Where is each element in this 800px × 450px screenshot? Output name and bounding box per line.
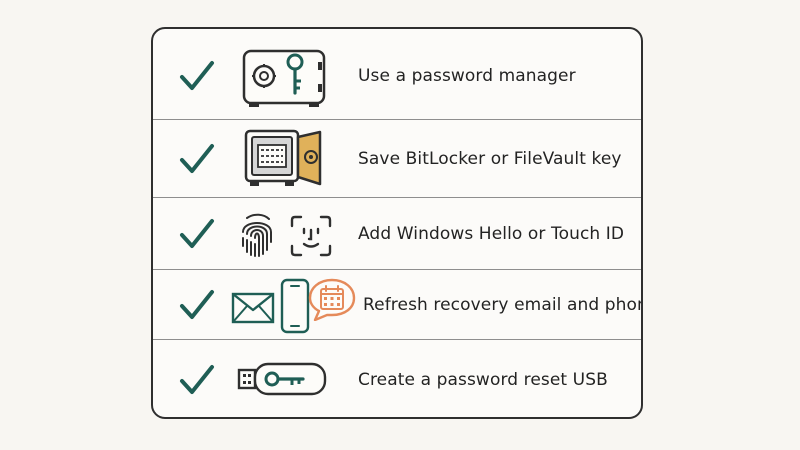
row-divider bbox=[153, 269, 641, 270]
row-icons bbox=[231, 271, 361, 339]
row-divider bbox=[153, 197, 641, 198]
usb-key-icon bbox=[237, 362, 327, 396]
checklist-item-label: Refresh recovery email and phone bbox=[363, 295, 643, 315]
checkmark-icon bbox=[180, 290, 214, 319]
checklist-item-reset-usb: Create a password reset USB bbox=[153, 341, 641, 417]
checklist-item-label: Save BitLocker or FileVault key bbox=[358, 149, 622, 169]
envelope-icon bbox=[231, 292, 275, 324]
face-id-icon bbox=[290, 215, 332, 257]
row-icons bbox=[237, 121, 361, 197]
security-checklist-card: Use a password manager Save BitLocker or… bbox=[151, 27, 643, 419]
password-safe-icon bbox=[242, 49, 326, 107]
checklist-item-biometrics: Add Windows Hello or Touch ID bbox=[153, 199, 641, 269]
row-divider bbox=[153, 339, 641, 340]
open-vault-icon bbox=[244, 129, 322, 186]
smartphone-icon bbox=[280, 278, 310, 334]
calendar-bubble-icon bbox=[308, 278, 356, 321]
checkmark-icon bbox=[180, 61, 214, 90]
checklist-item-encryption-key: Save BitLocker or FileVault key bbox=[153, 121, 641, 197]
checkmark-icon bbox=[180, 144, 214, 173]
checklist-item-recovery-contacts: Refresh recovery email and phone bbox=[153, 271, 641, 339]
row-icons bbox=[237, 199, 361, 269]
checkmark-icon bbox=[180, 219, 214, 248]
checklist-item-label: Add Windows Hello or Touch ID bbox=[358, 224, 625, 244]
row-icons bbox=[237, 33, 361, 119]
key-icon bbox=[286, 53, 304, 95]
checklist-item-label: Create a password reset USB bbox=[358, 370, 608, 390]
checklist-item-label: Use a password manager bbox=[358, 66, 576, 86]
checkmark-icon bbox=[180, 365, 214, 394]
checklist-item-password-manager: Use a password manager bbox=[153, 33, 641, 119]
fingerprint-icon bbox=[242, 213, 272, 257]
row-divider bbox=[153, 119, 641, 120]
row-icons bbox=[237, 341, 361, 417]
